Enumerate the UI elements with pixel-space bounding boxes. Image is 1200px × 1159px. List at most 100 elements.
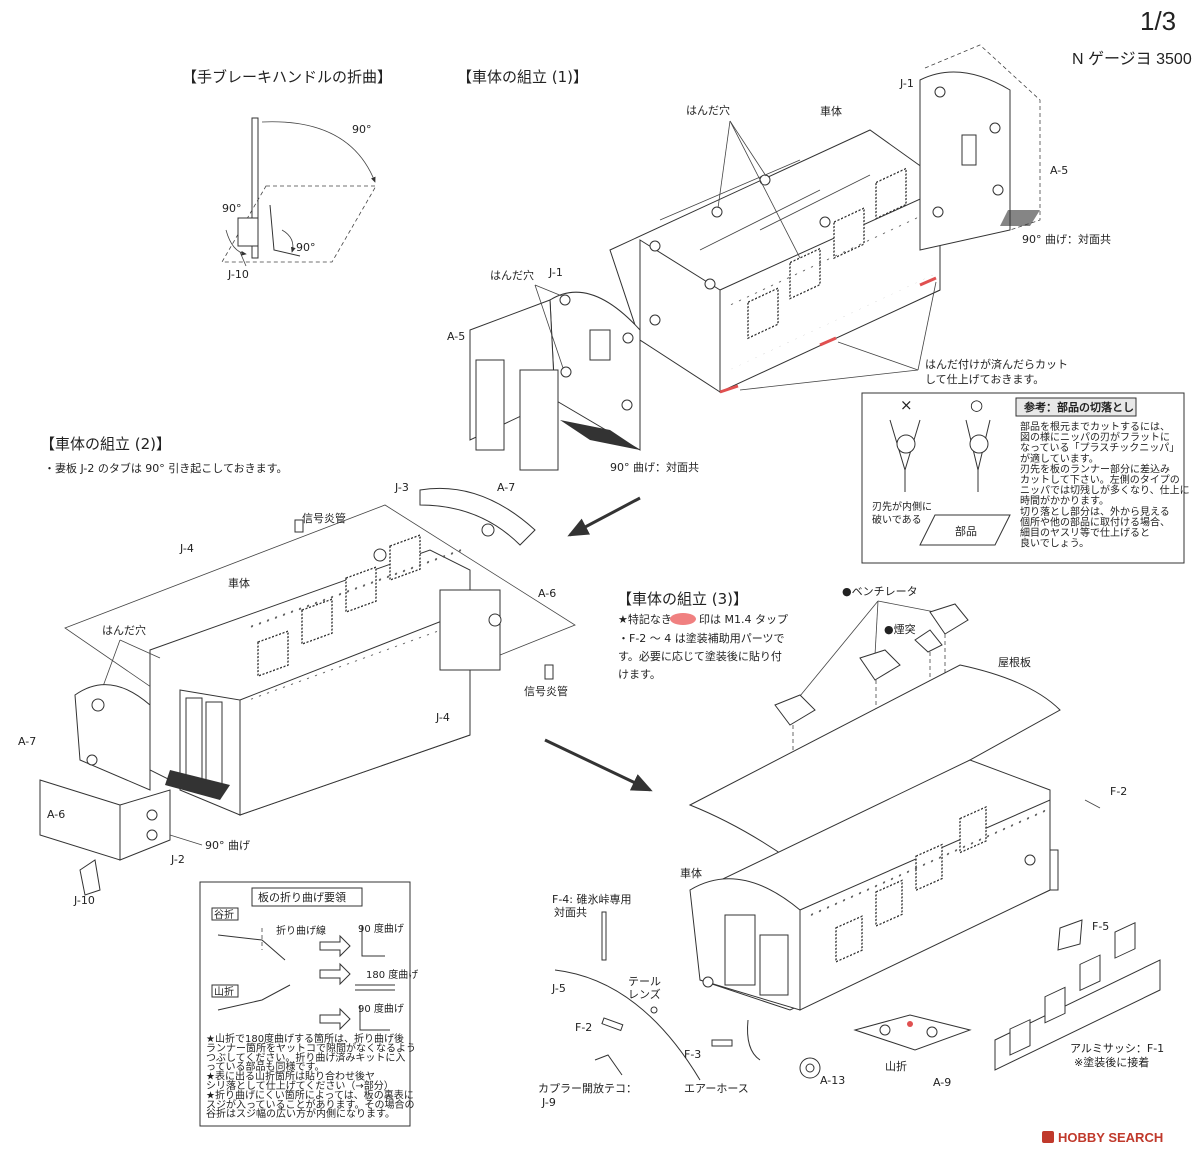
label-air-hose: エアーホース	[684, 1082, 749, 1095]
label-j4-bottom: J-4	[435, 711, 450, 724]
label-chimney: ●煙突	[884, 622, 916, 636]
step-arrow-1	[567, 496, 641, 537]
hobby-search-logo-icon	[1042, 1131, 1054, 1143]
label-a6-left: A-6	[47, 808, 65, 821]
label-body-2: 車体	[228, 576, 250, 590]
reference-line-10: 細目のヤスリ等で仕上げると	[1020, 526, 1150, 539]
assembly1-figure: J-1 A-5 90° 曲げ：対面共 車体 はんだ穴 J-1 はんだ穴 A-5 …	[447, 44, 1111, 474]
svg-text:○: ○	[970, 396, 983, 414]
label-f4-2: 対面共	[554, 905, 587, 919]
reference-line-7: 時間がかかります。	[1020, 494, 1109, 507]
label-f2-left: F-2	[575, 1021, 592, 1034]
step-arrow-2	[544, 738, 653, 792]
label-f3: F-3	[684, 1048, 701, 1061]
svg-text:90 度曲げ: 90 度曲げ	[358, 922, 404, 935]
section-title-assembly2: 【車体の組立 (2)】	[40, 435, 171, 453]
svg-text:90 度曲げ: 90 度曲げ	[358, 1002, 404, 1015]
label-a5-top: A-5	[1050, 164, 1068, 177]
label-roof: 屋根板	[998, 655, 1031, 669]
fold-note-5: シリ落として仕上げてください（→部分）	[206, 1079, 394, 1092]
label-j10-top: J-10	[227, 268, 249, 281]
label-tail-lens-1: テール	[628, 975, 661, 988]
assembly3-note-1a: ★特記なき	[618, 612, 672, 626]
label-a13: A-13	[820, 1074, 845, 1087]
label-j3: J-3	[394, 481, 409, 494]
fold-note-7: スジが入っていることがあります。その場合の	[206, 1098, 415, 1111]
label-solder-hole-3: はんだ穴	[102, 623, 146, 637]
label-f5: F-5	[1092, 920, 1109, 933]
reference-line-0: 部品を根元までカットするには、	[1020, 420, 1170, 433]
reference-line-3: が適しています。	[1020, 452, 1099, 465]
label-signal-tube-1: 信号炎管	[302, 511, 346, 525]
assembly2-note: ・妻板 J-2 のタブは 90° 引き起こしておきます。	[44, 461, 288, 475]
label-f2-right: F-2	[1110, 785, 1127, 798]
svg-text:180 度曲げ: 180 度曲げ	[366, 968, 418, 981]
watermark: HOBBY SEARCH	[1042, 1130, 1163, 1145]
assembly3-note-4: けます。	[618, 668, 661, 681]
reference-line-6: ニッパでは切残しが多くなり、仕上に	[1020, 484, 1190, 497]
reference-box: 参考：部品の切落とし × ○ 刃先が内側に 破いである 部品 部品を根元までカッ…	[861, 392, 1190, 564]
fold-note-6: ★折り曲げにくい箇所によっては、板の裏表に	[206, 1088, 414, 1101]
label-signal-tube-2: 信号炎管	[524, 684, 568, 698]
fold-note-3: っている部品も同様です。	[206, 1060, 325, 1073]
assembly3-note-3: す。必要に応じて塗装後に貼り付	[618, 649, 782, 663]
fold-guide-title: 板の折り曲げ要領	[258, 890, 346, 904]
handbrake-figure: 90° 90° 90° J-10	[221, 117, 377, 281]
svg-text:部品: 部品	[955, 524, 977, 538]
label-coupler-1: カプラー開放テコ：	[538, 1081, 637, 1095]
label-bend90: 90° 曲げ	[205, 839, 250, 852]
label-alu-sash-note: ※塗装後に接着	[1074, 1055, 1149, 1069]
label-cut-1: はんだ付けが済んだらカット	[925, 357, 1068, 371]
label-j4-top: J-4	[179, 542, 194, 555]
assembly3-note-2: ・F-2 ～ 4 は塗装補助用パーツで	[618, 631, 785, 645]
reference-line-5: カットして下さい。左側のタイプの	[1020, 473, 1180, 486]
model-name: N ゲージヨ 3500	[1072, 50, 1192, 68]
label-a7-left: A-7	[18, 735, 36, 748]
label-a6-right: A-6	[538, 587, 556, 600]
label-cut-2: して仕上げておきます。	[925, 373, 1044, 386]
reference-line-11: 良いでしょう。	[1020, 537, 1089, 550]
svg-text:谷折: 谷折	[214, 908, 234, 921]
fold-guide-box: 板の折り曲げ要領 谷折 折り曲げ線 90 度曲げ 山折 180 度曲げ 90 度…	[199, 881, 418, 1127]
label-j5: J-5	[551, 982, 566, 995]
label-mountain-fold: 山折	[885, 1059, 907, 1073]
section-title-assembly3: 【車体の組立 (3)】	[617, 590, 748, 608]
label-a9: A-9	[933, 1076, 951, 1089]
svg-text:90°: 90°	[296, 241, 316, 254]
fold-note-2: つぶしてください。折り曲げ済みキットに入	[206, 1051, 405, 1064]
label-j1-front: J-1	[548, 266, 563, 279]
label-tail-lens-2: レンズ	[628, 987, 661, 1001]
label-a7-top: A-7	[497, 481, 515, 494]
tap-mark-legend	[670, 613, 696, 625]
label-a5-front: A-5	[447, 330, 465, 343]
label-body-3: 車体	[680, 866, 702, 880]
reference-title: 参考：部品の切落とし	[1024, 400, 1134, 414]
label-ventilator: ●ベンチレータ	[842, 585, 918, 598]
assembly3-figure: ●ベンチレータ ●煙突 屋根板 車体 F-2 F-5 F-4:	[538, 585, 1164, 1109]
label-body-1: 車体	[820, 104, 842, 118]
section-title-handbrake: 【手ブレーキハンドルの折曲】	[182, 68, 392, 86]
reference-line-9: 個所や他の部品に取付ける場合、	[1020, 515, 1170, 528]
svg-text:×: ×	[900, 396, 913, 414]
reference-line-4: 刃先を板のランナー部分に差込み	[1020, 462, 1170, 475]
label-alu-sash: アルミサッシ：F-1	[1070, 1042, 1164, 1055]
svg-text:折り曲げ線: 折り曲げ線	[276, 924, 326, 937]
section-title-assembly1: 【車体の組立 (1)】	[457, 68, 588, 86]
label-bend90-both-top: 90° 曲げ：対面共	[1022, 232, 1111, 246]
label-solder-hole-1: はんだ穴	[686, 103, 730, 117]
svg-text:山折: 山折	[214, 985, 234, 998]
reference-line-1: 図の様にニッパの刃がフラットに	[1020, 431, 1170, 444]
label-f4-1: F-4: 碓氷峠専用	[552, 892, 632, 906]
svg-text:HOBBY SEARCH: HOBBY SEARCH	[1058, 1130, 1163, 1145]
label-solder-hole-2: はんだ穴	[490, 268, 534, 282]
page-number: 1/3	[1140, 6, 1176, 36]
label-bend90-both-front: 90° 曲げ：対面共	[610, 460, 699, 474]
label-j2: J-2	[170, 853, 185, 866]
label-j10-bottom: J-10	[73, 894, 95, 907]
assembly2-figure: J-4 J-3 A-7 信号炎管 車体 A-6 信号炎管 J-4 はんだ穴	[18, 481, 576, 907]
svg-text:破いである: 破いである	[872, 513, 922, 526]
fold-note-4: ★表に出る山折箇所は貼り合わせ後ヤ	[206, 1070, 375, 1083]
svg-text:刃先が内側に: 刃先が内側に	[872, 500, 932, 513]
fold-note-8: 谷折はスジ幅の広い方が内側になります。	[206, 1107, 395, 1120]
